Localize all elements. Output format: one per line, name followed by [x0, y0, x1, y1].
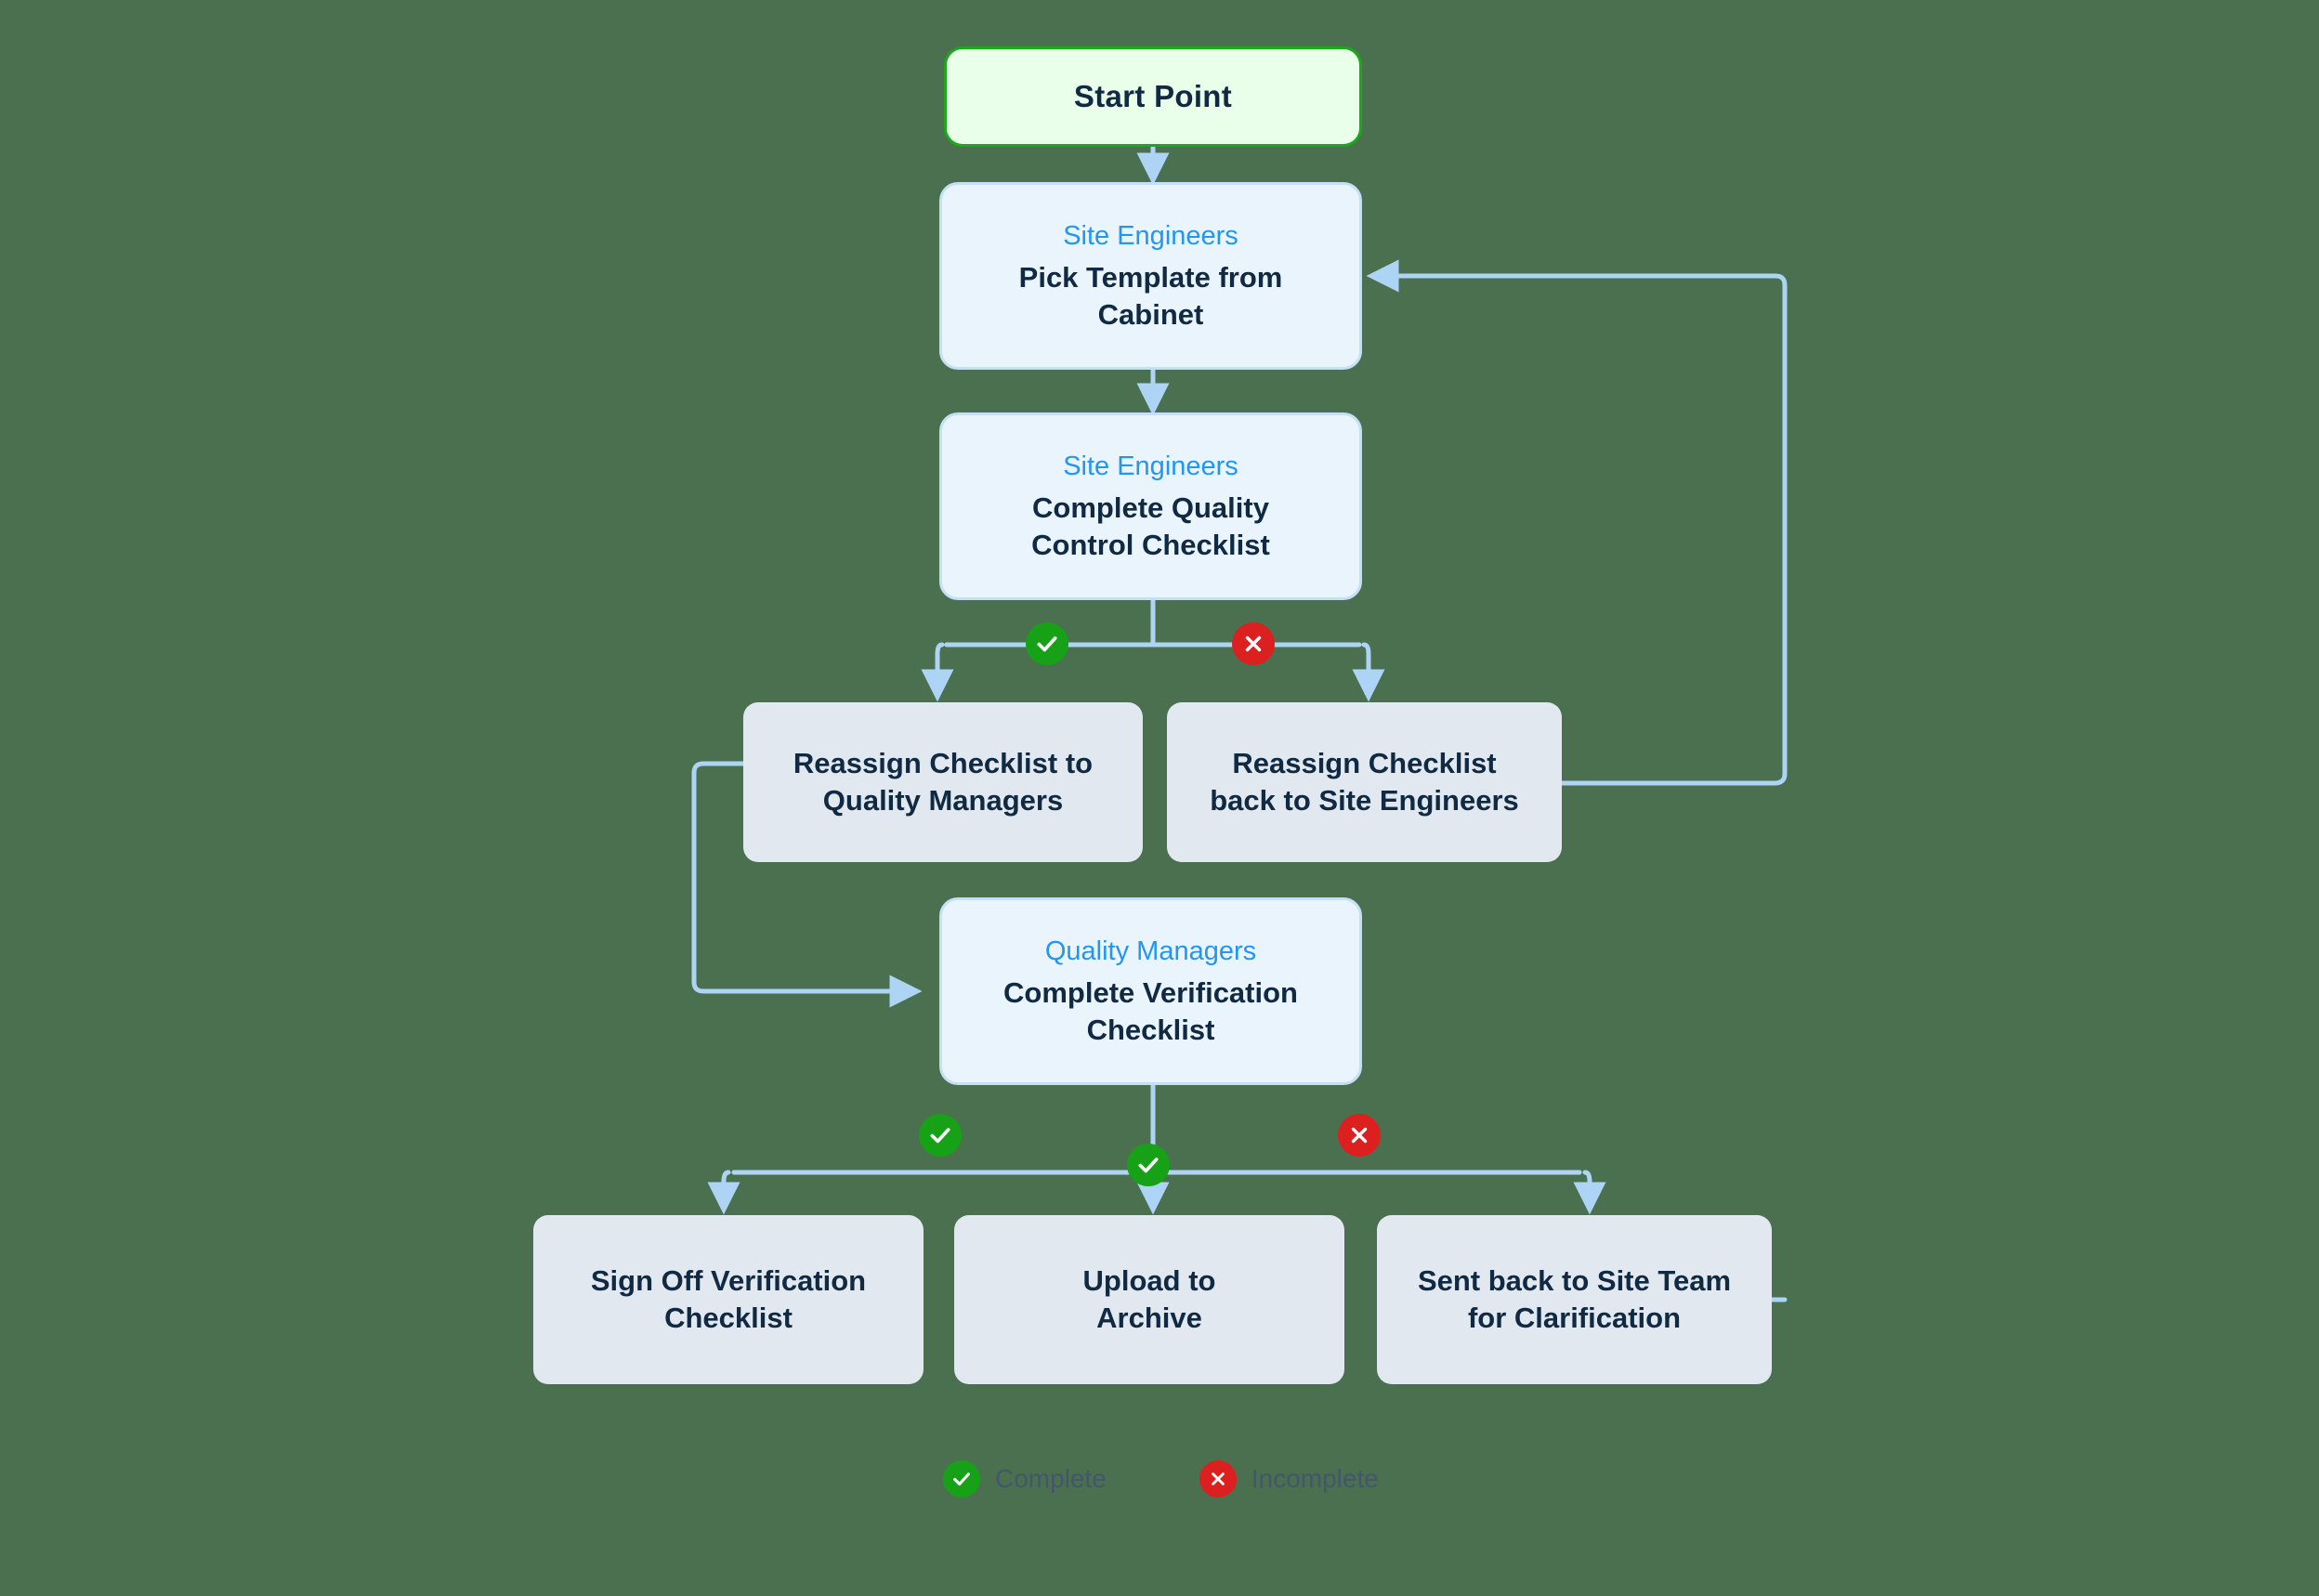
node-role-label: Quality Managers [1044, 935, 1257, 966]
cross-icon [1242, 633, 1264, 655]
check-icon [928, 1123, 952, 1147]
edge-vc-incomplete-to-sent-back [1573, 1170, 1606, 1215]
edge-qc-complete-to-reassign-qm [921, 642, 954, 702]
node-title: Reassign Checklist back to Site Engineer… [1210, 747, 1519, 817]
node-title: Complete Verification Checklist [1003, 975, 1298, 1046]
cross-icon [1209, 1470, 1227, 1488]
badge-incomplete-sent-back [1338, 1114, 1381, 1157]
node-reassign-back-to-site-engineers[interactable]: Reassign Checklist back to Site Engineer… [1167, 702, 1562, 862]
edge-qc-incomplete-to-reassign-se [1352, 642, 1385, 702]
legend-item-incomplete: Incomplete [1199, 1460, 1379, 1498]
edge-vc-complete-to-signoff [707, 1170, 740, 1215]
node-title: Sign Off Verification Checklist [590, 1264, 867, 1334]
node-sign-off-verification-checklist[interactable]: Sign Off Verification Checklist [533, 1215, 924, 1384]
node-pick-template[interactable]: Site Engineers Pick Template from Cabine… [939, 182, 1362, 370]
legend-item-complete: Complete [943, 1460, 1107, 1498]
check-icon [1035, 632, 1059, 656]
cross-icon [1348, 1124, 1370, 1146]
node-complete-quality-control-checklist[interactable]: Site Engineers Complete Quality Control … [939, 412, 1362, 600]
node-role-label: Site Engineers [1063, 451, 1238, 481]
legend-complete-label: Complete [995, 1464, 1107, 1493]
legend-incomplete-badge [1199, 1460, 1237, 1498]
node-title: Complete Quality Control Checklist [1031, 491, 1270, 561]
node-title: Start Point [1073, 78, 1233, 113]
node-reassign-to-quality-managers[interactable]: Reassign Checklist to Quality Managers [743, 702, 1143, 862]
check-icon [1136, 1153, 1160, 1177]
legend-incomplete-label: Incomplete [1251, 1464, 1379, 1493]
node-title: Pick Template from Cabinet [1018, 260, 1283, 331]
badge-incomplete-quality-control [1232, 622, 1275, 665]
node-role-label: Site Engineers [1063, 220, 1238, 251]
badge-complete-signoff [919, 1114, 962, 1157]
node-upload-to-archive[interactable]: Upload to Archive [954, 1215, 1344, 1384]
badge-complete-quality-control [1026, 622, 1068, 665]
node-sent-back-for-clarification[interactable]: Sent back to Site Team for Clarification [1377, 1215, 1772, 1384]
legend-complete-badge [943, 1460, 980, 1498]
node-title: Sent back to Site Team for Clarification [1417, 1264, 1732, 1334]
badge-complete-upload [1127, 1144, 1170, 1186]
node-start-point[interactable]: Start Point [944, 46, 1362, 147]
node-title: Upload to Archive [1082, 1264, 1216, 1334]
check-icon [951, 1469, 972, 1489]
node-complete-verification-checklist[interactable]: Quality Managers Complete Verification C… [939, 897, 1362, 1085]
node-title: Reassign Checklist to Quality Managers [793, 747, 1094, 817]
legend: Complete Incomplete [943, 1460, 1379, 1498]
